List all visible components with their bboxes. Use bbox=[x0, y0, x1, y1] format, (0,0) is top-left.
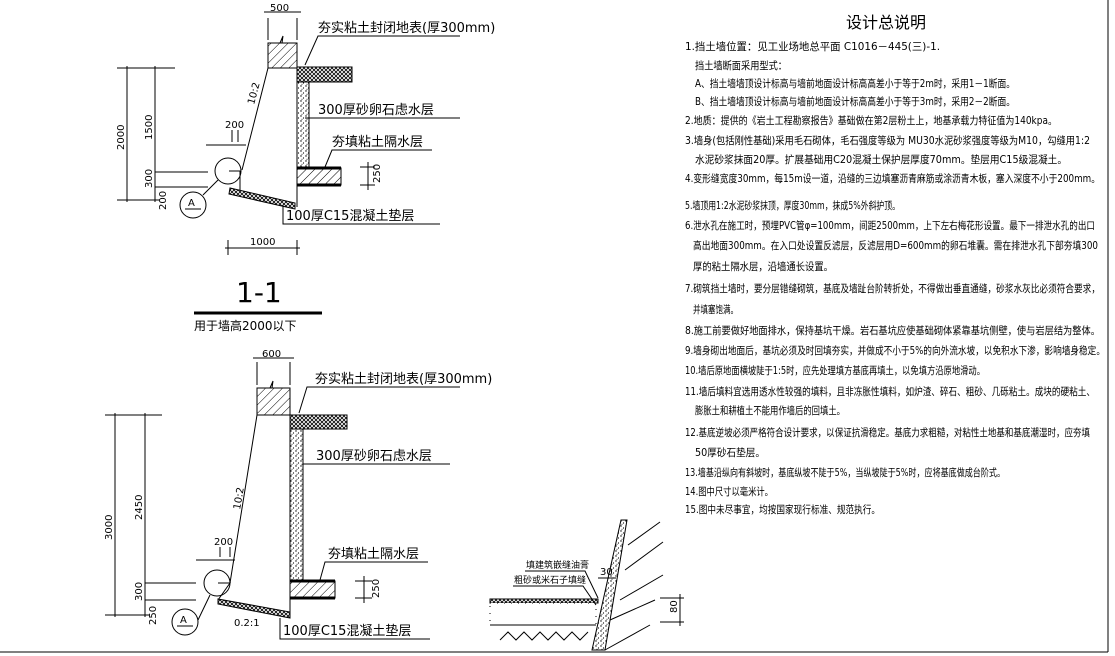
label-sealant: 填建筑嵌缝油膏 bbox=[526, 559, 589, 571]
clay-barrier-layer bbox=[296, 167, 342, 186]
compacted-clay-cap bbox=[289, 414, 348, 430]
clay-barrier-layer bbox=[289, 580, 336, 599]
note-line: 厚的粘土隔水层，沿墙通长设置。 bbox=[693, 260, 833, 273]
notes-title: 设计总说明 bbox=[846, 13, 926, 32]
dim-mid-height: 300 bbox=[134, 582, 145, 601]
note-line: 高出地面300mm。在入口处设置反滤层，反滤层用D=600mm的卵石堆囊。需在排… bbox=[693, 239, 1098, 252]
label-compacted-clay-cap: 夯实粘土封闭地表(厚300mm) bbox=[318, 21, 495, 36]
note-line: B、挡土墙墙顶设计标高与墙前地面设计标高高差小于等于3m时，采用2－2断面。 bbox=[695, 95, 1015, 108]
dim-upper-height: 1500 bbox=[144, 115, 155, 140]
detail-marker-a[interactable] bbox=[179, 191, 207, 219]
slope-ratio: 10:2 bbox=[232, 486, 247, 510]
dim-depth: 80 bbox=[669, 600, 680, 613]
label-clay-barrier: 夯填粘土隔水层 bbox=[332, 135, 423, 150]
dim-low-height: 200 bbox=[158, 191, 169, 210]
note-line: 13.墙基沿纵向有斜坡时，基底纵坡不陡于5%，当纵坡陡于5%时，应将基底做成台阶… bbox=[685, 466, 1005, 479]
joint-detail: 填建筑嵌缝油膏 粗砂或米石子填缝 30 80 bbox=[489, 519, 684, 651]
dim-top-width: 600 bbox=[262, 349, 281, 360]
label-gravel-filter: 300厚砂卵石虑水层 bbox=[318, 103, 434, 118]
note-line: 7.砌筑挡土墙时，要分层错缝砌筑，基底及墙趾台阶转折处，不得做出垂直通缝，砂浆水… bbox=[685, 282, 1100, 295]
design-notes: 设计总说明 1.挡土墙位置：见工业场地总平面 C1016－445(三)-1. 挡… bbox=[685, 13, 1105, 516]
svg-text:A: A bbox=[188, 198, 195, 209]
note-line: 14.图中尺寸以毫米计。 bbox=[685, 485, 773, 498]
dim-mid-height: 300 bbox=[144, 169, 155, 188]
note-line: 11.墙后填料宜选用透水性较强的填料，且非冻胀性填料，如炉渣、碎石、粗砂、几砾粘… bbox=[685, 385, 1095, 398]
note-line: 9.墙身砌出地面后，基坑必须及时回填夯实，并做成不小于5%的向外流水坡，以免积水… bbox=[685, 344, 1105, 357]
dim-total-height: 2000 bbox=[116, 125, 127, 150]
label-sand-filler: 粗砂或米石子填缝 bbox=[514, 574, 586, 586]
section-2-2: 夯实粘土封闭地表(厚300mm) 300厚砂卵石虑水层 夯填粘土隔水层 100厚… bbox=[104, 349, 492, 640]
note-line: 3.墙身(包括刚性基础)采用毛石砌体，毛石强度等级为 MU30水泥砂浆强度等级为… bbox=[685, 134, 1090, 147]
compacted-clay-cap bbox=[296, 66, 353, 83]
svg-text:A: A bbox=[180, 615, 187, 626]
label-clay-barrier: 夯填粘土隔水层 bbox=[328, 547, 419, 562]
label-concrete-base: 100厚C15混凝土垫层 bbox=[283, 623, 411, 639]
dim-clay-thickness: 250 bbox=[372, 164, 383, 183]
note-line: 15.图中未尽事宜，均按国家现行标准、规范执行。 bbox=[685, 503, 880, 516]
note-line: 2.地质：提供的《岩土工程勘察报告》基础做在第2层粉土上，地基承载力特征值为14… bbox=[685, 114, 1057, 127]
label-concrete-base: 100厚C15混凝土垫层 bbox=[286, 208, 414, 224]
dim-toe: 200 bbox=[214, 537, 233, 548]
slope-ratio: 10:2 bbox=[246, 81, 262, 106]
note-line: 8.施工前要做好地面排水，保持基坑干燥。岩石基坑应使基础砌体紧靠基坑侧壁，使与岩… bbox=[685, 324, 1100, 337]
dim-total-height: 3000 bbox=[104, 515, 115, 540]
label-gravel-filter: 300厚砂卵石虑水层 bbox=[316, 449, 432, 464]
dim-low-height: 250 bbox=[148, 606, 159, 625]
note-line: 膨胀土和耕植土不能用作墙后的回填土。 bbox=[695, 404, 845, 417]
note-line: A、挡土墙墙顶设计标高与墙前地面设计标高高差小于等于2m时，采用1－1断面。 bbox=[695, 77, 1015, 90]
note-line: 挡土墙断面采用型式： bbox=[695, 59, 787, 72]
dim-clay-thickness: 250 bbox=[371, 579, 382, 598]
base-slope-ratio: 0.2:1 bbox=[234, 618, 260, 629]
note-line: 6.泄水孔在施工时，预埋PVC管φ=100mm，间距2500mm，上下左右梅花形… bbox=[685, 219, 1095, 232]
dim-gap: 30 bbox=[600, 567, 613, 578]
dim-upper-height: 2450 bbox=[134, 495, 145, 520]
dim-toe: 200 bbox=[225, 120, 244, 131]
note-line: 4.变形缝宽度30mm，每15m设一道，沿缝的三边填塞沥青麻筋或涂沥青木板，塞入… bbox=[685, 172, 1100, 185]
drain-hole-circle bbox=[214, 157, 242, 185]
dim-top-width: 500 bbox=[270, 3, 289, 14]
note-line: 10.墙后原地面横坡陡于1:5时，应先处理填方基底再填土，以免填方沿原地滑动。 bbox=[685, 364, 985, 377]
note-line: 5.墙顶用1:2水泥砂浆抹顶，厚度30mm，抹成5%外斜护顶。 bbox=[685, 199, 900, 212]
note-line: 12.基底逆坡必须严格符合设计要求，以保证抗滑稳定。基底力求粗糙，对粘性土地基和… bbox=[685, 426, 1090, 439]
note-line: 50厚砂石垫层。 bbox=[695, 446, 765, 459]
note-line: 并填塞饱满。 bbox=[693, 303, 738, 316]
detail-marker-a[interactable] bbox=[171, 608, 199, 636]
gravel-filter-layer bbox=[289, 428, 304, 582]
label-compacted-clay-cap: 夯实粘土封闭地表(厚300mm) bbox=[315, 372, 492, 387]
section-1-1: 夯实粘土封闭地表(厚300mm) 300厚砂卵石虑水层 夯填粘土隔水层 100厚… bbox=[116, 3, 495, 333]
section-title: 1-1 bbox=[236, 276, 282, 309]
note-line: 水泥砂浆抹面20厚。扩展基础用C20混凝土保护层厚度70mm。垫层用C15级混凝… bbox=[695, 153, 1067, 166]
wall-body bbox=[214, 35, 298, 210]
gravel-filter-layer bbox=[296, 81, 310, 168]
note-line: 1.挡土墙位置：见工业场地总平面 C1016－445(三)-1. bbox=[685, 40, 940, 53]
section-subtitle: 用于墙高2000以下 bbox=[194, 318, 297, 333]
dim-base-width: 1000 bbox=[250, 237, 275, 248]
